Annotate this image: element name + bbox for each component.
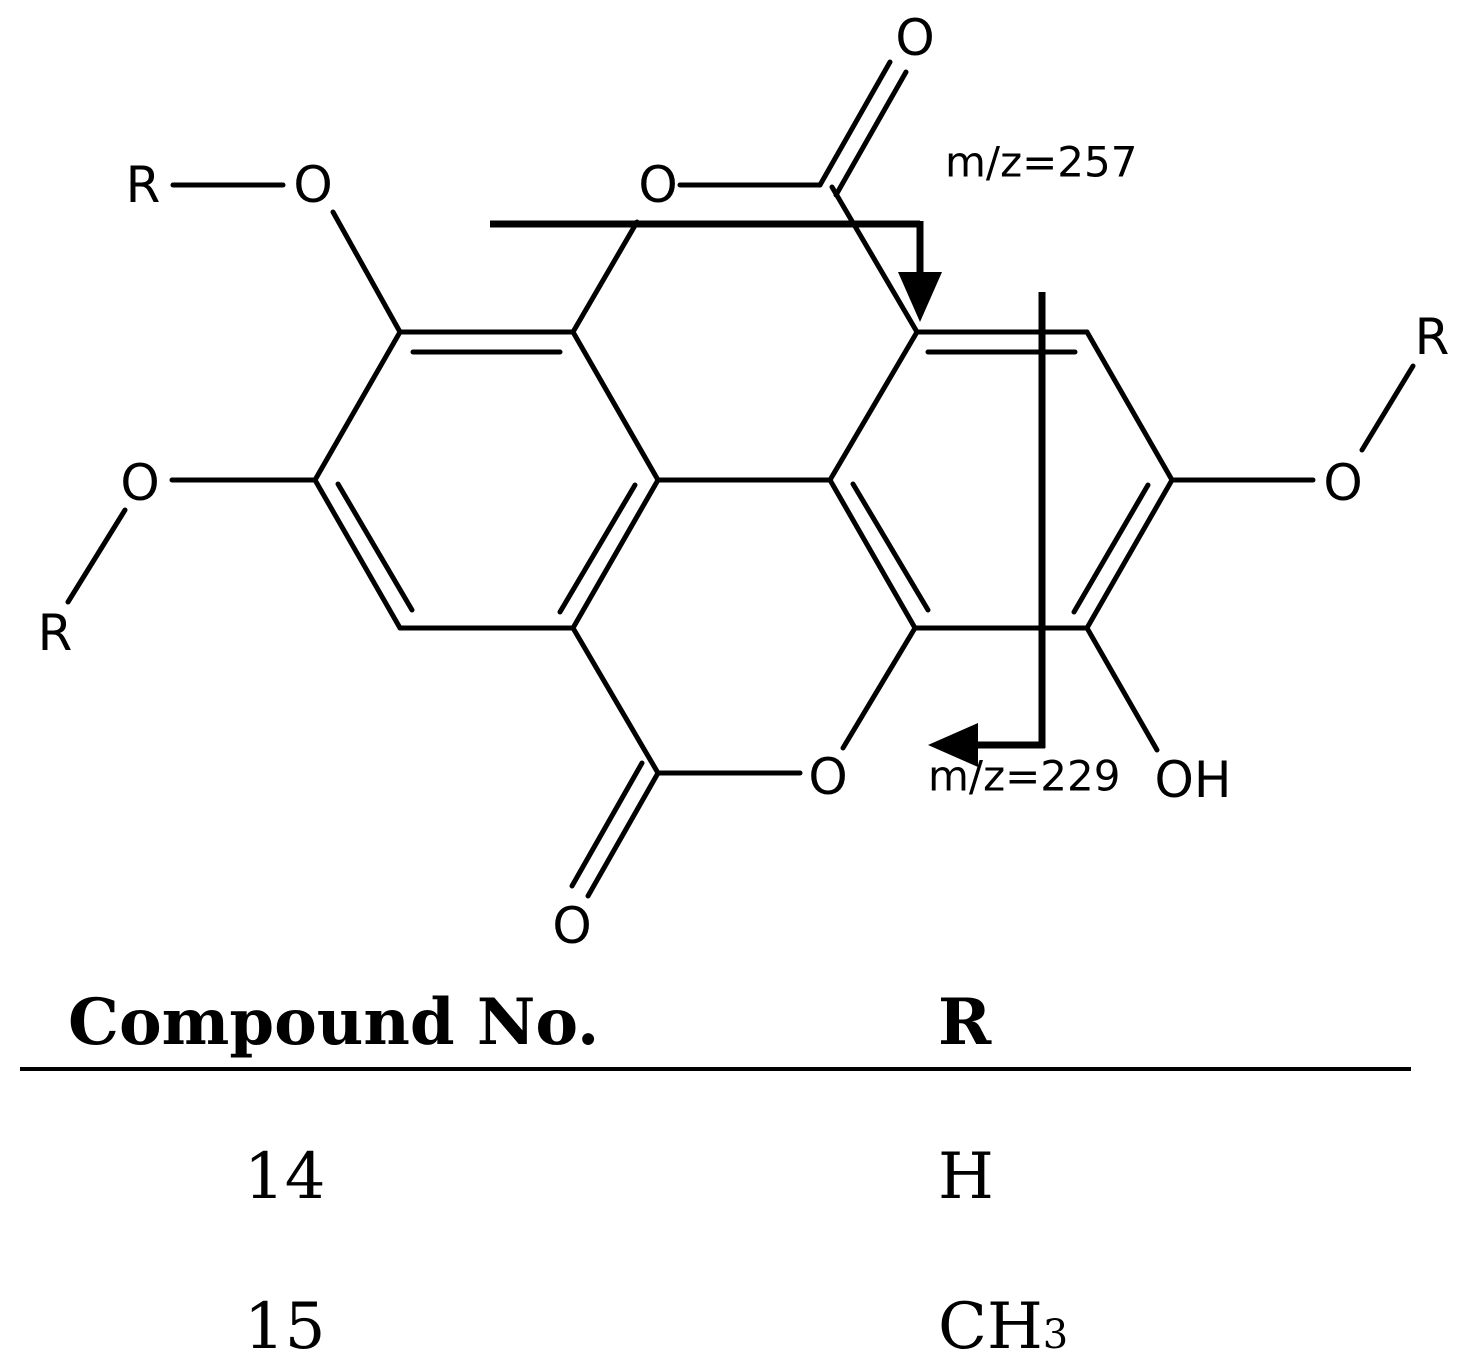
- o-left-label: O: [120, 454, 159, 512]
- cell-r: CH3: [938, 1290, 1069, 1364]
- cell-r: H: [938, 1140, 994, 1214]
- o-right-label: O: [1323, 454, 1362, 512]
- o-top-left-label: O: [293, 156, 332, 214]
- r-right-label: R: [1415, 308, 1450, 366]
- oh-label: OH: [1155, 751, 1232, 809]
- r-top-left-label: R: [126, 156, 161, 214]
- table-header: Compound No. R: [0, 985, 1465, 1065]
- central-bonds: [570, 182, 920, 776]
- substituent-bonds: [65, 182, 1416, 753]
- header-compound: Compound No.: [68, 985, 600, 1060]
- cell-compound: 14: [244, 1140, 326, 1214]
- fragment-arrow-lower: [928, 292, 1046, 767]
- o-carbonyl-bottom-label: O: [552, 897, 591, 955]
- table-row: 15 CH3: [0, 1290, 1465, 1370]
- cell-compound: 15: [244, 1290, 326, 1364]
- table-row: 14 H: [0, 1140, 1465, 1220]
- fragment-label-upper: m/z=257: [945, 138, 1137, 187]
- fragment-arrow-upper: [490, 220, 942, 322]
- o-carbonyl-top-label: O: [895, 9, 934, 67]
- r-left-label: R: [38, 604, 73, 662]
- chemical-structure: R O O O R O O R O O OH m/z=257 m/z=229: [38, 9, 1450, 955]
- ring-b-bonds: [827, 329, 1175, 631]
- table-rule: [20, 1067, 1411, 1071]
- ring-a-bonds: [312, 329, 661, 631]
- header-r: R: [938, 985, 992, 1060]
- fragment-label-lower: m/z=229: [928, 752, 1120, 801]
- o-ring-top-label: O: [638, 156, 677, 214]
- o-ring-bottom-label: O: [808, 748, 847, 806]
- carbonyl-bonds: [569, 59, 909, 899]
